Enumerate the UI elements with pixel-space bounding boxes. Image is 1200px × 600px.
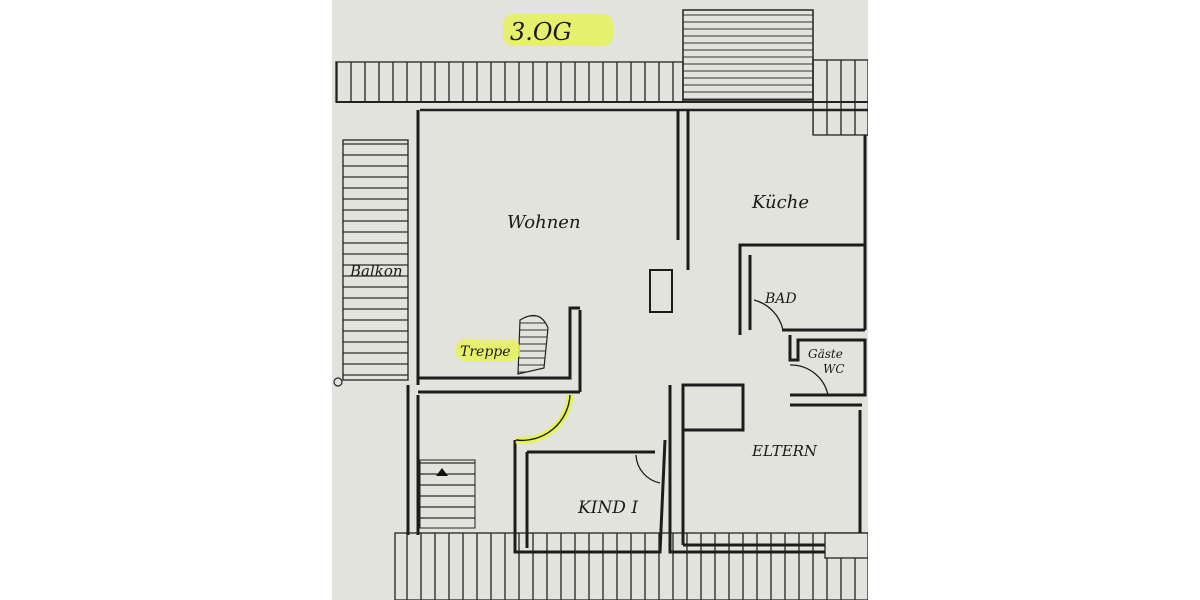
room-label-bad: BAD [764,291,797,307]
room-label-balkon: Balkon [349,262,403,280]
floor-label-text: 3.OG [510,18,572,46]
room-label-kueche: Küche [751,192,809,213]
bottom-balcony-railing [394,532,868,600]
balcony-left [333,139,409,387]
door-swings [635,299,829,484]
floor-label: 3.OG [503,14,613,46]
room-label-eltern: ELTERN [751,442,818,460]
room-labels: Wohnen Küche Balkon BAD Gäste WC Treppe … [349,192,845,518]
entry-door-swing [515,394,571,442]
stairs [419,314,549,529]
roof-terrace [682,9,814,101]
walls [406,110,867,554]
room-label-kind1: KIND I [577,498,638,518]
room-label-wohnen: Wohnen [507,212,581,233]
floor-plan-sheet: 3.OG [332,0,868,600]
entry-door-highlight [515,394,574,444]
top-balcony-railing [335,59,868,136]
room-label-treppe: Treppe [460,344,511,360]
room-label-gaeste: Gäste [808,347,843,361]
room-label-wc: WC [823,362,845,376]
floor-plan-drawing: 3.OG [333,9,868,600]
